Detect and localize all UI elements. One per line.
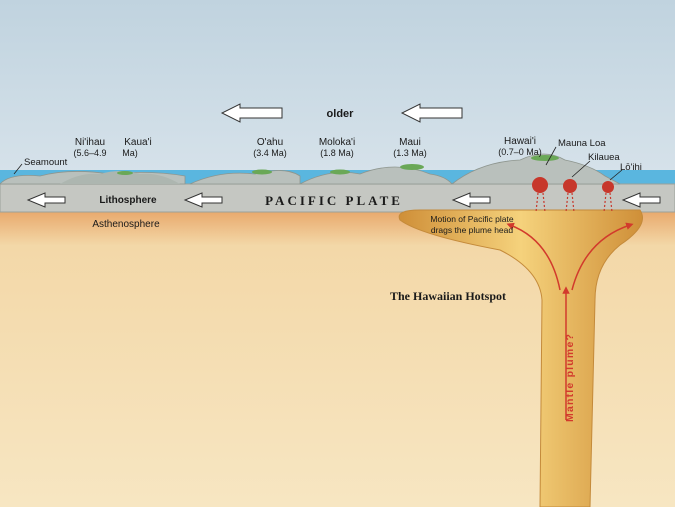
plate-name: PACIFIC PLATE: [265, 193, 403, 208]
motion-note-line2: drags the plume head: [431, 225, 513, 235]
maui-summit: [400, 164, 424, 170]
island-age-oahu: (3.4 Ma): [253, 148, 287, 158]
older-label: older: [327, 108, 355, 120]
island-name-niihau: Ni'ihau: [75, 137, 105, 148]
island-name-molokai: Moloka'i: [319, 137, 355, 148]
lithosphere-label: Lithosphere: [99, 195, 157, 206]
volcano-label-mauna-loa: Mauna Loa: [558, 138, 606, 149]
volcano-label-kilauea: Kilauea: [588, 152, 620, 163]
seamount-label: Seamount: [24, 157, 68, 168]
island-age-kauai: Ma): [122, 148, 138, 158]
mauna-loa-magma: [532, 177, 548, 193]
island-age-hawaii: (0.7–0 Ma): [498, 147, 542, 157]
molokai-summit: [330, 170, 350, 175]
island-age-molokai: (1.8 Ma): [320, 148, 354, 158]
motion-note-line1: Motion of Pacific plate: [430, 214, 513, 224]
kauai-summit: [117, 171, 133, 175]
mantle-plume-label: Mantle plume?: [564, 333, 576, 422]
kilauea-magma: [563, 179, 577, 193]
asthenosphere-label: Asthenosphere: [92, 219, 160, 230]
island-age-niihau: (5.6–4.9: [73, 148, 106, 158]
loihi-magma: [602, 181, 614, 193]
island-name-kauai: Kaua'i: [124, 137, 152, 148]
island-name-oahu: O'ahu: [257, 137, 283, 148]
island-age-maui: (1.3 Ma): [393, 148, 427, 158]
hotspot-label: The Hawaiian Hotspot: [390, 289, 506, 303]
volcano-label-loihi: Lō'ihi: [620, 162, 642, 173]
island-name-maui: Maui: [399, 137, 421, 148]
oahu-summit: [252, 170, 272, 175]
island-name-hawaii: Hawai'i: [504, 136, 536, 147]
